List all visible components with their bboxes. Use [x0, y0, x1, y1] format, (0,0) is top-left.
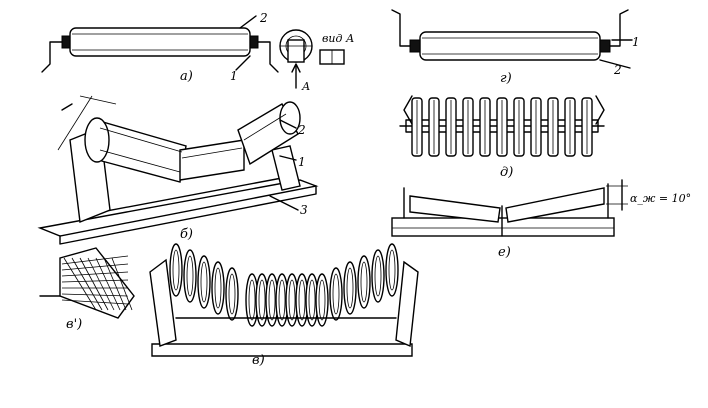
figure-a-caption: а)	[180, 69, 193, 84]
figure-b-callout-1: 1	[298, 155, 306, 169]
spring-ring	[315, 273, 329, 327]
figure-g-callout-1: 1	[632, 35, 640, 49]
figure-b-callout-3: 3	[300, 203, 308, 217]
spring-ring	[211, 261, 225, 315]
view-a-detail	[279, 29, 345, 89]
spring-ring	[357, 255, 371, 309]
figure-e-caption: е)	[498, 245, 511, 260]
spring-ring	[169, 243, 183, 297]
figure-b-troughed-idler	[37, 95, 319, 245]
figure-v-garland-idler	[149, 243, 419, 357]
spring-ring	[343, 261, 357, 315]
figure-b-caption: б)	[180, 227, 193, 242]
spring-ring	[225, 267, 239, 321]
figure-d-caption: д)	[500, 165, 513, 180]
figure-a-roller	[41, 15, 279, 73]
spring-ring	[385, 243, 399, 297]
view-a-label: вид А	[322, 32, 354, 45]
figure-d-disc-roller	[399, 95, 605, 157]
figure-g-caption: г)	[500, 71, 512, 86]
figure-b-callout-2: 2	[297, 123, 306, 137]
spring-ring	[371, 249, 385, 303]
figure-b-prime-mesh-detail	[39, 247, 135, 319]
spring-ring	[183, 249, 197, 303]
spring-ring	[197, 255, 211, 309]
figure-b-prime-caption: в')	[66, 317, 82, 332]
figure-e-angle-label: α_ж = 10°	[630, 192, 691, 205]
figure-a-callout-1: 1	[230, 69, 238, 83]
figure-e-shallow-idler	[391, 179, 628, 237]
spring-ring	[329, 267, 343, 321]
figure-g-callout-2: 2	[613, 63, 622, 77]
view-a-arrow-label: А	[301, 80, 310, 93]
figure-a-callout-2: 2	[259, 11, 268, 25]
figure-v-caption: в)	[252, 353, 265, 368]
figure-g-roller	[391, 9, 633, 69]
